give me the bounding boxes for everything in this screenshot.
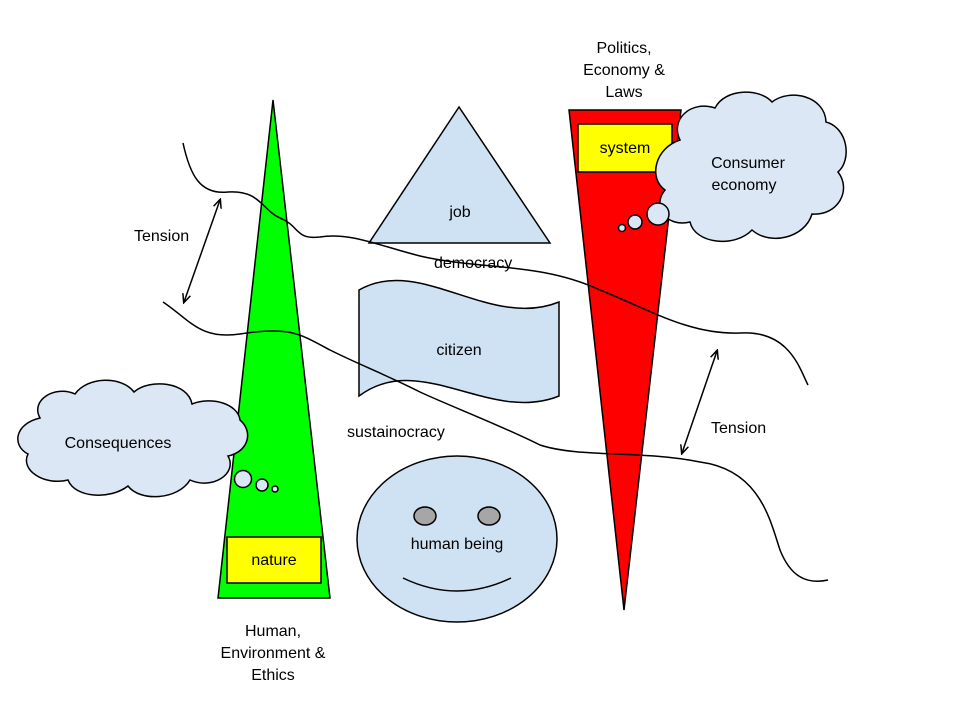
politics-label-line3: Laws (605, 84, 642, 101)
tension-arrow-right (682, 351, 717, 453)
nature-label: nature (251, 552, 296, 569)
citizen-label: citizen (436, 342, 481, 359)
citizen-banner (358, 279, 560, 404)
left-eye (413, 506, 437, 526)
tension-left-label: Tension (134, 228, 189, 245)
thought-bubble-large (233, 469, 253, 489)
human-label-line2: Environment & (221, 645, 326, 662)
right-eye (477, 506, 501, 526)
upper-wave (182, 142, 809, 386)
thought-bubble-medium (627, 214, 643, 230)
nature-box (226, 536, 322, 584)
green-triangle (217, 99, 331, 599)
human-being-label: human being (411, 536, 504, 553)
politics-label-line1: Politics, (596, 40, 651, 57)
thought-bubble-small (617, 223, 627, 233)
job-label: job (448, 204, 470, 221)
tension-right-label: Tension (711, 420, 766, 437)
job-triangle (367, 105, 552, 244)
consequences-cloud (17, 379, 249, 498)
consumer-economy-label-line1: Consumer (711, 155, 785, 172)
lower-wave (162, 301, 829, 582)
human-label-line1: Human, (245, 623, 301, 640)
sustainocracy-label: sustainocracy (347, 424, 445, 441)
thought-bubble-small (271, 485, 279, 493)
democracy-label: democracy (434, 255, 512, 272)
consequences-label: Consequences (65, 435, 172, 452)
system-label: system (600, 140, 651, 157)
thought-bubble-large (646, 202, 670, 226)
consumer-economy-label-line2: economy (712, 177, 777, 194)
tension-arrow-left (184, 200, 220, 302)
politics-label-line2: Economy & (583, 62, 665, 79)
red-triangle (568, 109, 682, 611)
smile (402, 577, 512, 592)
thought-bubble-medium (255, 478, 269, 492)
human-label-line3: Ethics (251, 667, 295, 684)
